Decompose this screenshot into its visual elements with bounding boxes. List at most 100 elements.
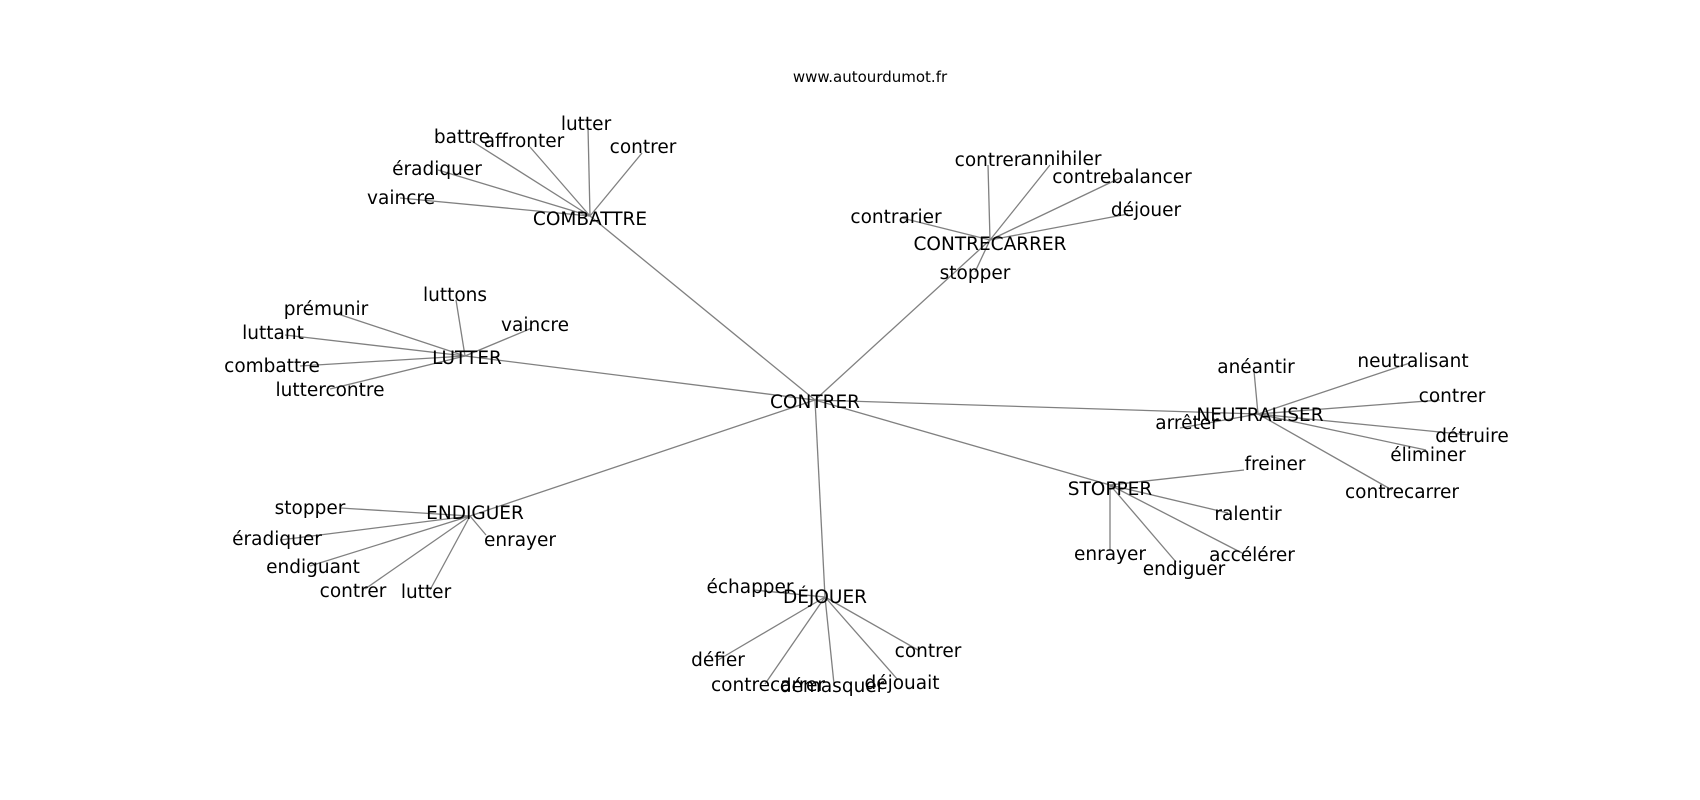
edge-dejouer-dejouait [824, 596, 899, 681]
edge-contrer-contrecarrer [814, 239, 991, 401]
edge-contrecarrer-dejouer [989, 213, 1129, 241]
site-watermark: www.autourdumot.fr [793, 68, 948, 86]
word-node-combattre-vaincre: vaincre [367, 188, 435, 209]
word-node-endiguer-eradiquer: éradiquer [232, 529, 322, 550]
edge-dejouer-contrer [824, 596, 919, 651]
edge-contrecarrer-contrarier [901, 217, 991, 241]
word-node-contrecarrer-contrebalancer: contrebalancer [1052, 167, 1192, 188]
edge-contrer-lutter [464, 355, 816, 401]
edge-combattre-vaincre [399, 197, 591, 217]
word-node-lutter-vaincre: vaincre [501, 315, 569, 336]
edge-neutraliser-contrecarrer [1257, 413, 1393, 491]
word-node-endiguer-endiguant: endiguant [266, 557, 360, 578]
edge-lutter-premunir [337, 313, 466, 357]
edge-contrecarrer-contrebalancer [989, 177, 1121, 241]
edge-lutter-luttons [455, 299, 466, 357]
edge-endiguer-contrer [364, 515, 471, 590]
edge-neutraliser-arreter [1179, 413, 1259, 429]
edge-contrer-neutraliser [814, 399, 1259, 415]
edge-neutraliser-detruire [1257, 413, 1471, 436]
word-node-lutter-luttercontre: luttercontre [275, 380, 384, 401]
edge-dejouer-contrecarrer [764, 596, 826, 685]
word-node-neutraliser-contrer: contrer [1419, 386, 1486, 407]
word-node-contrecarrer-contrarier: contrarier [850, 207, 942, 228]
hub-node-contrecarrer: CONTRECARRER [914, 234, 1067, 255]
graph-labels: www.autourdumot.fr CONTRER luttercontrer… [224, 68, 1509, 697]
word-node-endiguer-enrayer: enrayer [484, 530, 556, 551]
edge-combattre-affronter [529, 146, 591, 217]
word-node-dejouer-dejouait: déjouait [864, 673, 939, 694]
word-node-contrecarrer-annihiler: annihiler [1021, 149, 1102, 170]
edge-dejouer-defier [717, 596, 826, 661]
word-node-stopper-freiner: freiner [1245, 454, 1306, 475]
edge-contrer-combattre [589, 215, 816, 401]
edge-stopper-freiner [1109, 469, 1245, 486]
word-node-neutraliser-detruire: détruire [1435, 426, 1508, 447]
edge-endiguer-lutter [429, 515, 471, 591]
edge-combattre-battre [469, 139, 591, 217]
edge-contrecarrer-stopper [974, 239, 991, 273]
word-node-contrecarrer-stopper: stopper [940, 263, 1011, 284]
edge-combattre-contrer [589, 152, 643, 217]
edge-contrer-endiguer [469, 399, 816, 517]
hub-node-combattre: COMBATTRE [533, 209, 647, 230]
edge-stopper-accelerer [1109, 484, 1243, 554]
word-node-neutraliser-arreter: arrêter [1155, 413, 1219, 434]
edge-contrecarrer-annihiler [989, 164, 1051, 241]
word-node-dejouer-echapper: échapper [706, 577, 793, 598]
word-node-contrecarrer-contrer: contrer [955, 150, 1022, 171]
word-node-stopper-enrayer: enrayer [1074, 544, 1146, 565]
edge-stopper-endiguer [1109, 484, 1177, 563]
edge-contrer-stopper [814, 399, 1111, 486]
edge-endiguer-enrayer [469, 515, 487, 536]
word-node-combattre-eradiquer: éradiquer [392, 159, 482, 180]
edge-endiguer-endiguant [309, 515, 471, 567]
word-node-combattre-affronter: affronter [484, 131, 565, 152]
word-node-stopper-endiguer: endiguer [1143, 559, 1226, 580]
graph-edges [279, 126, 1471, 685]
word-node-neutraliser-contrecarrer: contrecarrer [1345, 482, 1459, 503]
hub-node-dejouer: DÉJOUER [783, 586, 867, 608]
word-node-dejouer-contrer: contrer [895, 641, 962, 662]
word-node-endiguer-stopper: stopper [275, 498, 346, 519]
word-node-dejouer-contrecarrer: contrecarrer [711, 675, 825, 696]
word-node-lutter-luttons: luttons [423, 285, 487, 306]
hub-node-endiguer: ENDIGUER [426, 503, 524, 524]
edge-stopper-ralentir [1109, 484, 1229, 514]
edge-endiguer-stopper [339, 507, 471, 517]
word-node-endiguer-contrer: contrer [320, 581, 387, 602]
edge-combattre-lutter [587, 126, 591, 217]
edge-contrer-dejouer [814, 399, 826, 598]
hub-node-neutraliser: NEUTRALISER [1196, 405, 1323, 426]
edge-neutraliser-contrer [1257, 399, 1441, 415]
edge-lutter-luttercontre [329, 355, 466, 390]
edge-combattre-eradiquer [437, 169, 591, 217]
edge-lutter-combattre [299, 355, 466, 367]
edge-neutraliser-neutralisant [1257, 362, 1411, 415]
edge-lutter-luttant [284, 334, 466, 357]
edge-neutraliser-eliminer [1257, 413, 1427, 451]
word-node-contrecarrer-dejouer: déjouer [1111, 200, 1182, 221]
edge-lutter-vaincre [464, 327, 533, 357]
word-node-dejouer-defier: défier [691, 650, 745, 671]
edge-dejouer-demasquer [824, 596, 835, 685]
word-node-combattre-lutter: lutter [561, 114, 612, 135]
word-node-stopper-ralentir: ralentir [1214, 504, 1282, 525]
hub-node-stopper: STOPPER [1068, 479, 1153, 500]
word-node-lutter-luttant: luttant [242, 323, 304, 344]
word-node-neutraliser-eliminer: éliminer [1390, 445, 1466, 466]
word-node-combattre-battre: battre [434, 127, 490, 148]
word-node-lutter-premunir: prémunir [284, 299, 369, 320]
edge-dejouer-echapper [753, 589, 826, 598]
word-node-neutraliser-aneantir: anéantir [1217, 357, 1295, 378]
word-node-endiguer-lutter: lutter [401, 582, 452, 603]
word-node-neutraliser-neutralisant: neutralisant [1357, 351, 1468, 372]
edge-neutraliser-aneantir [1253, 370, 1259, 415]
edge-endiguer-eradiquer [279, 515, 471, 541]
edge-contrecarrer-contrer [987, 164, 991, 241]
root-node-label: CONTRER [770, 392, 860, 413]
word-node-combattre-contrer: contrer [610, 137, 677, 158]
hub-node-lutter: LUTTER [432, 348, 502, 369]
word-node-stopper-accelerer: accélérer [1209, 545, 1295, 566]
